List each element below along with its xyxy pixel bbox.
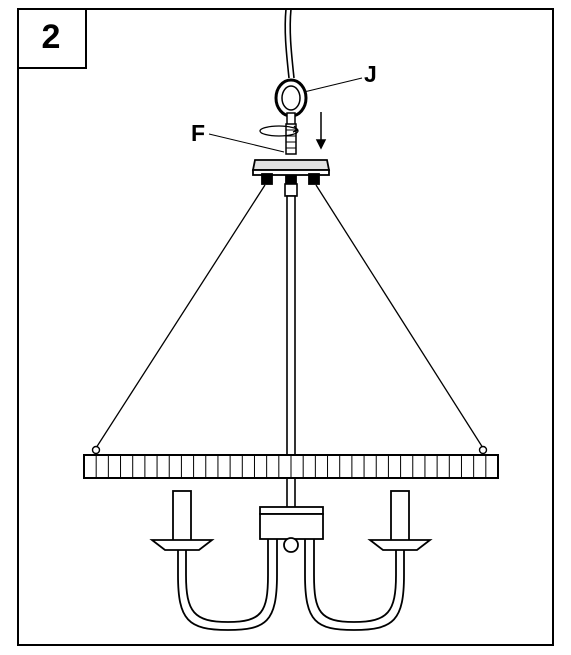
- threaded-nipple-f: [285, 123, 297, 155]
- rotation-arrow-icon: [259, 125, 299, 137]
- callout-label-j: J: [364, 61, 377, 87]
- callout-leader-j: [303, 77, 363, 93]
- down-arrow-icon: [315, 112, 327, 150]
- hanging-ring-j: [274, 78, 308, 126]
- callout-label-f: F: [191, 120, 206, 146]
- candle-arms: [177, 539, 405, 631]
- lower-hub: [259, 506, 324, 553]
- step-number: 2: [17, 8, 87, 69]
- support-wires: [95, 184, 484, 449]
- left-candle-socket: [149, 490, 215, 551]
- canopy-plate: [251, 159, 331, 185]
- right-candle-socket: [367, 490, 433, 551]
- callout-leader-f: [208, 133, 285, 153]
- shade-band: [83, 454, 499, 479]
- wire-hooks: [91, 445, 488, 455]
- power-cord: [284, 8, 295, 79]
